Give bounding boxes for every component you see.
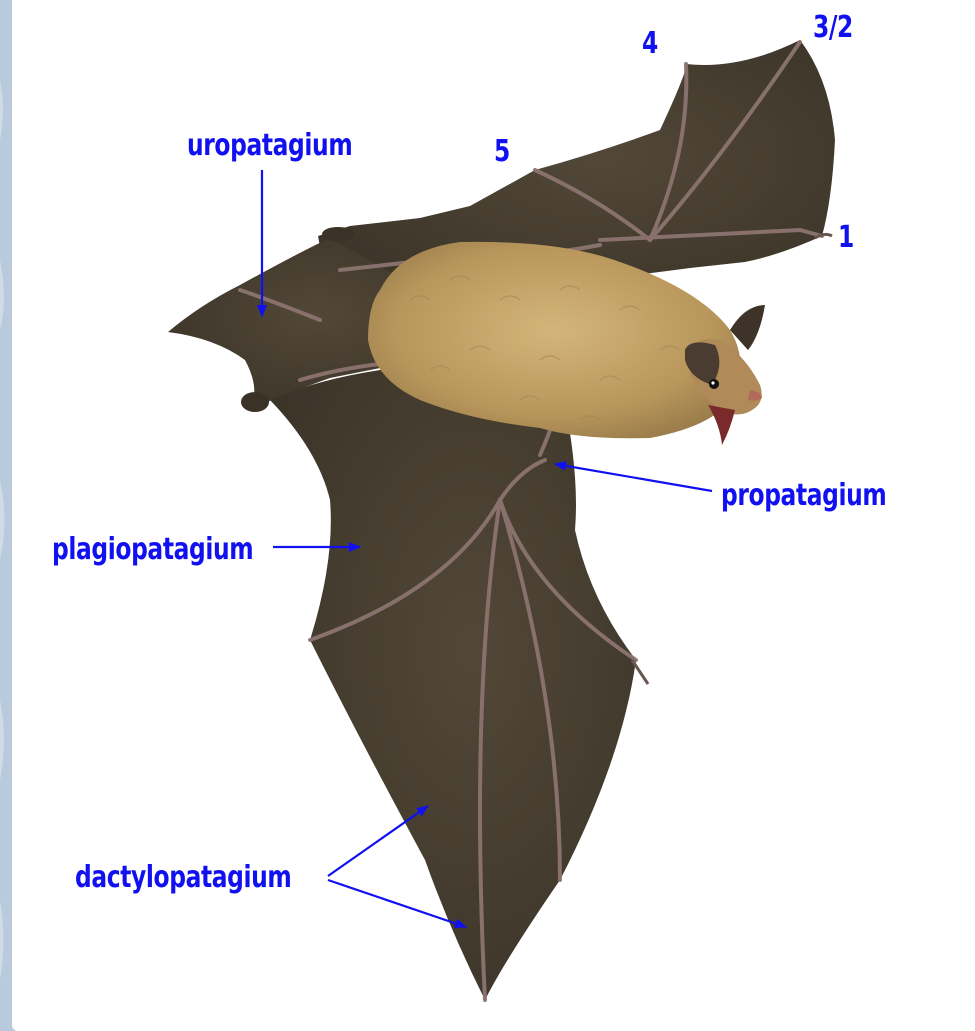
digit-1-label: 1 — [838, 220, 854, 255]
digit-5-label: 5 — [494, 134, 510, 169]
propatagium-arrow — [555, 464, 712, 491]
digit-4-label: 4 — [642, 26, 658, 61]
lower-wing-membrane — [270, 360, 636, 1000]
propatagium-label: propatagium — [721, 478, 886, 513]
plagiopatagium-label: plagiopatagium — [52, 532, 253, 567]
dactylopatagium-arrow-upper — [328, 806, 428, 876]
digit-3-2-label: 3/2 — [813, 10, 853, 45]
dactylopatagium-label: dactylopatagium — [75, 860, 291, 895]
uropatagium-label: uropatagium — [187, 128, 352, 163]
bat-mouth — [708, 405, 735, 445]
